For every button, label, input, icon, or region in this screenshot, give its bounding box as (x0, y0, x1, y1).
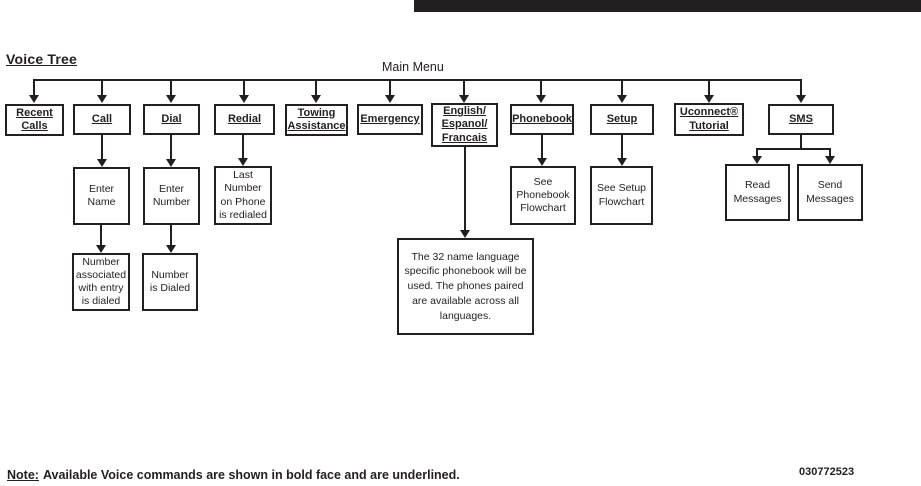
node-see-setup-flowchart: See Setup Flowchart (590, 166, 653, 225)
node-number-is-dialed: Number is Dialed (142, 253, 198, 311)
node-phonebook: Phonebook (510, 104, 574, 135)
main-menu-rail-line (33, 79, 802, 81)
connector-line (621, 79, 623, 97)
page-header-bar (414, 0, 921, 12)
connector-line (33, 79, 35, 97)
arrow-down-icon (537, 158, 547, 166)
node-language: English/ Espanol/ Francais (431, 103, 498, 147)
connector-line (800, 79, 802, 97)
connector-line (757, 148, 831, 150)
node-enter-name: Enter Name (73, 167, 130, 225)
arrow-down-icon (825, 156, 835, 164)
connector-line (170, 225, 172, 246)
connector-line (101, 79, 103, 97)
footnote-text: Available Voice commands are shown in bo… (42, 468, 460, 482)
arrow-down-icon (385, 95, 395, 103)
connector-line (829, 148, 831, 157)
page-title: Voice Tree (6, 51, 78, 67)
arrow-down-icon (752, 156, 762, 164)
arrow-down-icon (796, 95, 806, 103)
connector-line (464, 147, 466, 231)
node-call: Call (73, 104, 131, 135)
connector-line (540, 79, 542, 97)
arrow-down-icon (96, 245, 106, 253)
connector-line (100, 225, 102, 246)
node-enter-number: Enter Number (143, 167, 200, 225)
footnote: Note:Available Voice commands are shown … (7, 468, 460, 482)
arrow-down-icon (460, 230, 470, 238)
arrow-down-icon (617, 158, 627, 166)
main-menu-label: Main Menu (382, 60, 444, 74)
node-number-associated-dialed: Number associated with entry is dialed (72, 253, 130, 311)
connector-line (463, 79, 465, 97)
connector-line (101, 135, 103, 160)
connector-line (621, 135, 623, 159)
arrow-down-icon (166, 95, 176, 103)
connector-line (315, 79, 317, 97)
document-number: 030772523 (799, 466, 855, 478)
connector-line (170, 135, 172, 160)
arrow-down-icon (97, 95, 107, 103)
node-uconnect-tutorial: Uconnect® Tutorial (674, 103, 744, 136)
arrow-down-icon (311, 95, 321, 103)
node-see-phonebook-flowchart: See Phonebook Flowchart (510, 166, 576, 225)
node-last-number-redialed: Last Number on Phone is redialed (214, 166, 272, 225)
connector-line (389, 79, 391, 97)
arrow-down-icon (97, 159, 107, 167)
arrow-down-icon (459, 95, 469, 103)
node-sms: SMS (768, 104, 834, 135)
node-emergency: Emergency (357, 104, 423, 135)
connector-line (800, 135, 802, 150)
node-towing-assistance: Towing Assistance (285, 104, 348, 136)
connector-line (170, 79, 172, 97)
arrow-down-icon (704, 95, 714, 103)
connector-line (708, 79, 710, 97)
arrow-down-icon (617, 95, 627, 103)
arrow-down-icon (29, 95, 39, 103)
node-redial: Redial (214, 104, 275, 135)
node-dial: Dial (143, 104, 200, 135)
arrow-down-icon (536, 95, 546, 103)
connector-line (756, 148, 758, 157)
node-setup: Setup (590, 104, 654, 135)
connector-line (242, 135, 244, 159)
footnote-label: Note: (7, 468, 39, 482)
arrow-down-icon (239, 95, 249, 103)
node-read-messages: Read Messages (725, 164, 790, 221)
node-send-messages: Send Messages (797, 164, 863, 221)
connector-line (541, 135, 543, 159)
node-language-phonebook-note: The 32 name language specific phonebook … (397, 238, 534, 335)
node-recent-calls: Recent Calls (5, 104, 64, 136)
connector-line (243, 79, 245, 97)
arrow-down-icon (166, 245, 176, 253)
arrow-down-icon (166, 159, 176, 167)
arrow-down-icon (238, 158, 248, 166)
